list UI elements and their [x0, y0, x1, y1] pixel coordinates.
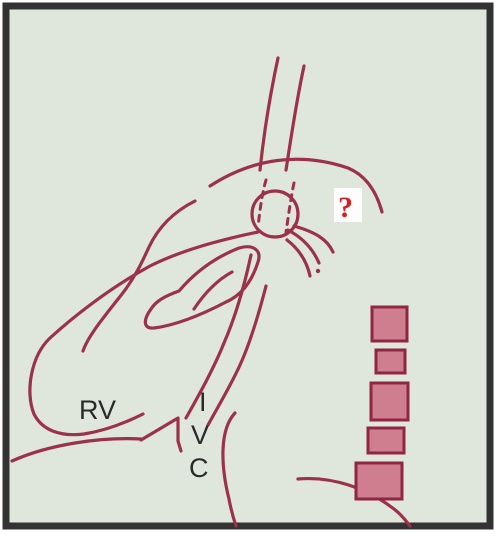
label-ivc-i: I [199, 387, 207, 417]
small-dot [316, 269, 320, 273]
vertebra-1 [372, 307, 407, 341]
vertebra-3 [371, 383, 408, 420]
vertebra-5 [356, 463, 402, 499]
question-mark: ? [338, 191, 353, 224]
vertebra-2 [376, 350, 405, 373]
vertebra-4 [368, 428, 404, 453]
label-rv: RV [79, 395, 116, 425]
label-ivc-v: V [191, 420, 209, 450]
label-ivc-c: C [189, 453, 209, 483]
